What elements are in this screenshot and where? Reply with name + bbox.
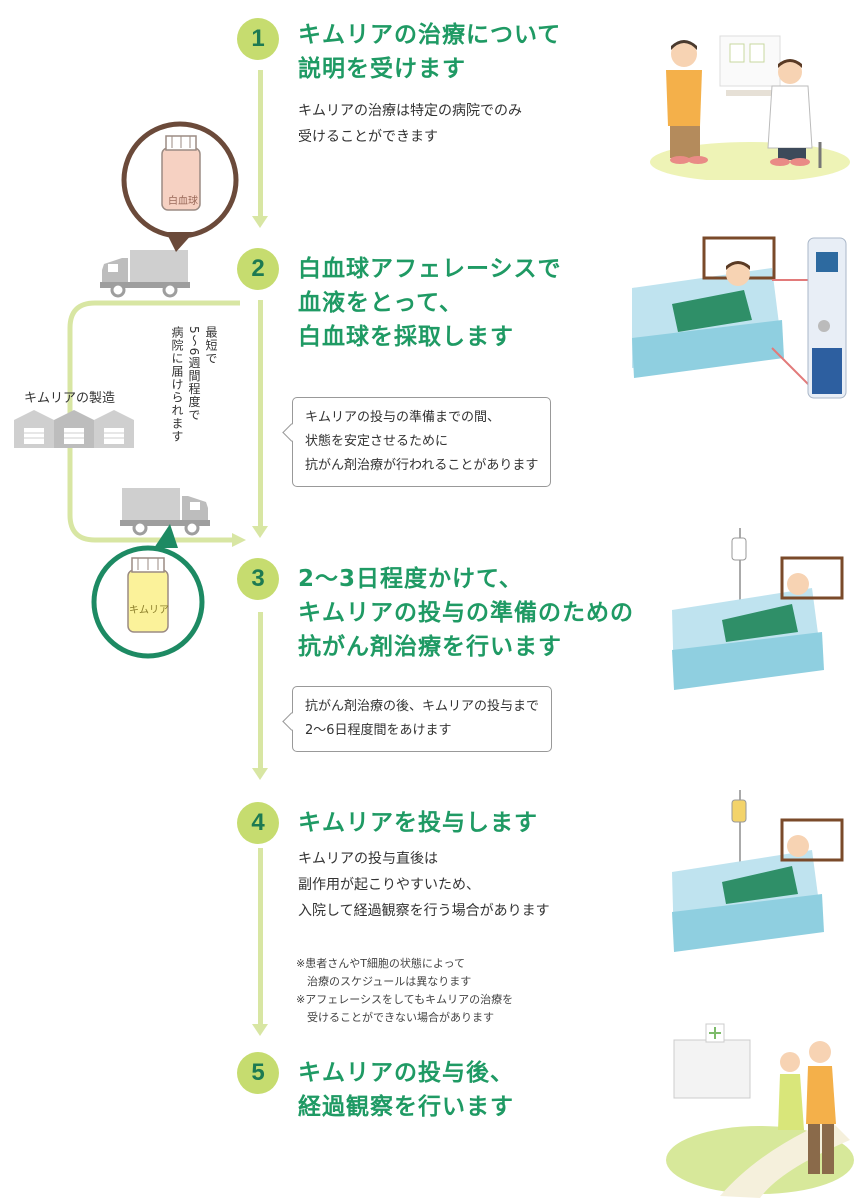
- step-2-note-line1: キムリアの投与の準備までの間、: [305, 410, 501, 425]
- step-5-number: 5: [237, 1052, 279, 1094]
- white-blood-cell-bag-icon: [121, 121, 239, 252]
- step-2-heading-line1: 白血球アフェレーシスで: [298, 256, 562, 282]
- truck-icon: [100, 250, 190, 298]
- flow-arrowhead-4: [252, 1024, 268, 1036]
- step-1-number: 1: [237, 18, 279, 60]
- step-2-note-line3: 抗がん剤治療が行われることがあります: [305, 458, 539, 473]
- step-3-heading-line1: 2〜3日程度かけて、: [298, 566, 523, 592]
- apheresis-illustration: [632, 236, 847, 399]
- flow-arrow-1: [258, 70, 263, 218]
- step-3-heading-line3: 抗がん剤治療を行います: [298, 634, 562, 660]
- iv-bed-illustration-2: [672, 790, 844, 952]
- step-3-number: 3: [237, 558, 279, 600]
- step-4-description-line1: キムリアの投与直後は: [298, 851, 438, 867]
- flow-arrow-2: [258, 300, 263, 528]
- step-2-heading-line3: 白血球を採取します: [298, 324, 514, 350]
- step-3-note: 抗がん剤治療の後、キムリアの投与まで 2〜6日程度間をあけます: [282, 686, 553, 752]
- flow-arrow-3: [258, 612, 263, 770]
- flow-arrowhead-1: [252, 216, 268, 228]
- delivery-text-line1: 最短で: [204, 326, 218, 365]
- step-4-description: キムリアの投与直後は 副作用が起こりやすいため、 入院して経過観察を行う場合があ…: [298, 846, 550, 924]
- delivery-text-line3: 病院に届けられます: [170, 326, 184, 443]
- step-2-heading: 白血球アフェレーシスで 血液をとって、 白血球を採取します: [298, 252, 562, 354]
- footnote-line2: 治療のスケジュールは異なります: [296, 975, 472, 988]
- step-5-heading-line1: キムリアの投与後、: [298, 1060, 514, 1086]
- step-4-heading: キムリアを投与します: [298, 806, 538, 840]
- step-4-number: 4: [237, 802, 279, 844]
- kymriah-bag-icon: [91, 524, 205, 659]
- step-1-description-line2: 受けることができます: [298, 129, 438, 145]
- step-1-heading-line1: キムリアの治療について: [298, 22, 562, 48]
- hospital-walk-illustration: [666, 1023, 854, 1198]
- factory-icon: [14, 410, 134, 448]
- step-1-description: キムリアの治療は特定の病院でのみ 受けることができます: [298, 98, 522, 150]
- step-1-description-line1: キムリアの治療は特定の病院でのみ: [298, 103, 522, 119]
- step-5-heading-line2: 経過観察を行います: [298, 1094, 514, 1120]
- white-blood-cell-bag-label: 白血球: [168, 196, 198, 207]
- footnote-line4: 受けることができない場合があります: [296, 1011, 494, 1024]
- step-2-number: 2: [237, 248, 279, 290]
- step-1-heading-line2: 説明を受けます: [298, 56, 466, 82]
- delivery-truck-icon: [120, 488, 210, 536]
- step-3-note-line2: 2〜6日程度間をあけます: [305, 723, 452, 738]
- step-4-description-line3: 入院して経過観察を行う場合があります: [298, 903, 550, 919]
- step-2-note: キムリアの投与の準備までの間、 状態を安定させるために 抗がん剤治療が行われるこ…: [282, 397, 552, 487]
- flow-arrowhead-3: [252, 768, 268, 780]
- step-4-heading-line1: キムリアを投与します: [298, 810, 538, 836]
- footnote-line1: ※患者さんやT細胞の状態によって: [296, 957, 466, 970]
- doctor-consultation-illustration: [650, 35, 850, 180]
- step-2-heading-line2: 血液をとって、: [298, 290, 464, 316]
- flow-arrowhead-2: [252, 526, 268, 538]
- step-3-note-line1: 抗がん剤治療の後、キムリアの投与まで: [305, 699, 540, 714]
- step-3-heading: 2〜3日程度かけて、 キムリアの投与の準備のための 抗がん剤治療を行います: [298, 562, 634, 664]
- step-4-description-line2: 副作用が起こりやすいため、: [298, 877, 480, 893]
- step-4-footnotes: ※患者さんやT細胞の状態によって 治療のスケジュールは異なります ※アフェレーシ…: [296, 955, 513, 1027]
- step-5-heading: キムリアの投与後、 経過観察を行います: [298, 1056, 514, 1124]
- footnote-line3: ※アフェレーシスをしてもキムリアの治療を: [296, 993, 514, 1006]
- flow-arrow-4: [258, 848, 263, 1026]
- step-2-note-line2: 状態を安定させるために: [305, 434, 449, 449]
- kymriah-bag-label: キムリア: [129, 605, 169, 616]
- iv-bed-illustration-1: [672, 528, 844, 690]
- manufacturing-label: キムリアの製造: [24, 391, 116, 406]
- delivery-text-line2: 5〜6週間程度で: [187, 326, 201, 422]
- step-3-heading-line2: キムリアの投与の準備のための: [298, 600, 634, 626]
- step-1-heading: キムリアの治療について 説明を受けます: [298, 18, 561, 86]
